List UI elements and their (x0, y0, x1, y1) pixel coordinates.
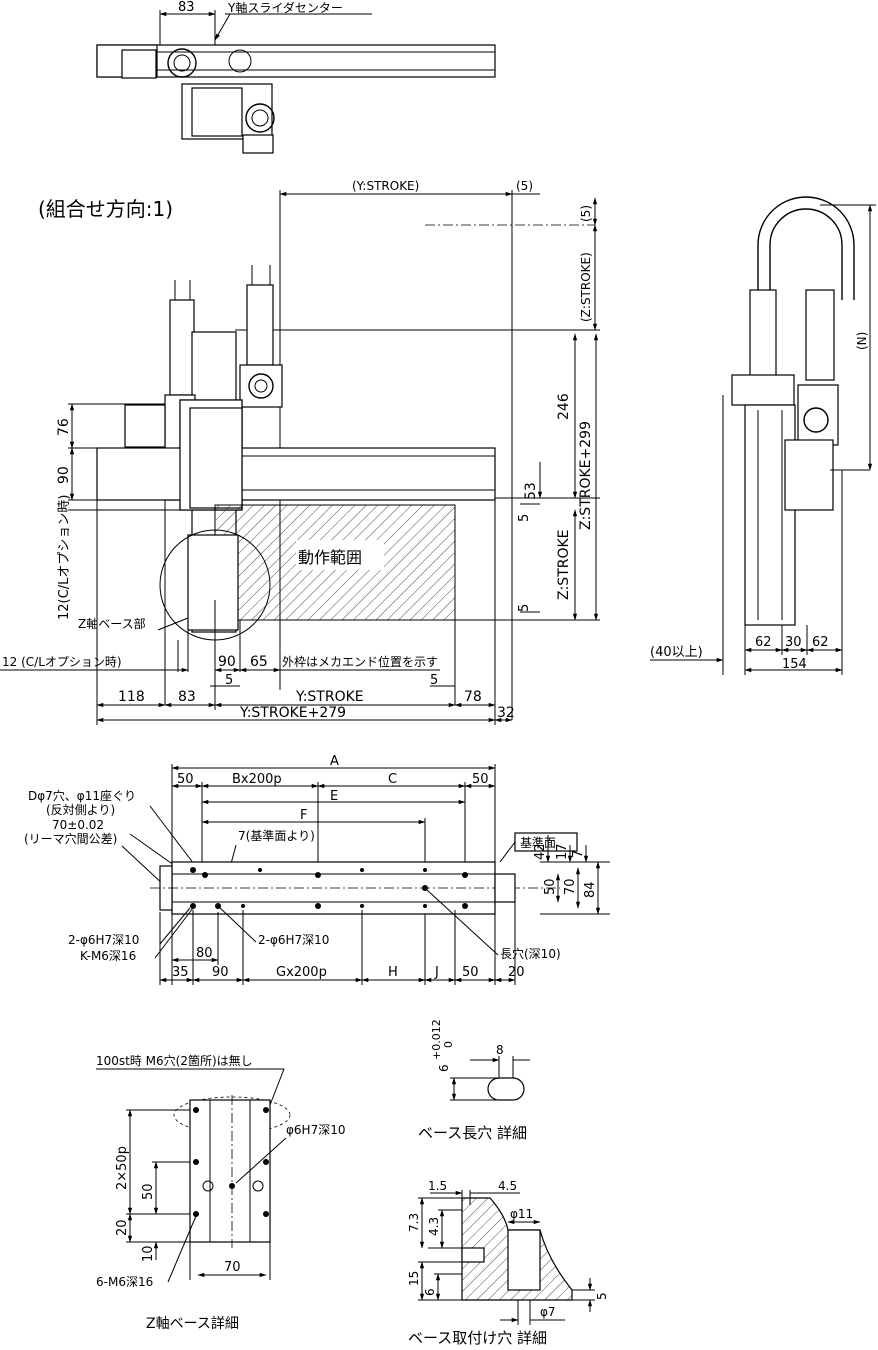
dim-78: 78 (464, 689, 482, 705)
mount-dim-5: 5 (595, 1292, 609, 1300)
z-base-note: 100st時 M6穴(2箇所)は無し (96, 1053, 253, 1068)
tolerance-label: 70±0.02 (52, 818, 104, 832)
y-stroke-paren: (Y:STROKE) (352, 179, 419, 193)
side-view: (N) (40以上) 62 30 62 154 (650, 196, 876, 675)
dim-5-b: 5 (517, 604, 532, 612)
dim-76: 76 (56, 418, 72, 436)
z-m6-label: 6-M6深16 (96, 1275, 153, 1289)
top-view: 83 Y軸スライダセンター (96, 0, 496, 154)
mount-caption: ベース取付け穴 詳細 (408, 1329, 547, 1347)
mount-dim-7-3: 7.3 (407, 1213, 421, 1232)
dim-90-v: 90 (56, 466, 72, 484)
mount-detail: 1.5 4.5 7.3 4.3 φ11 15 6 φ7 5 ベース取付け穴 詳細 (407, 1179, 609, 1347)
dim-90: 90 (212, 965, 229, 980)
dim-118: 118 (118, 689, 145, 705)
base-view: A 50 Bx200p C 50 E F Dφ7穴、φ11座ぐり (反対側より)… (24, 754, 610, 985)
slot-dim-8: 8 (496, 1043, 504, 1057)
dim-32: 32 (497, 705, 515, 721)
dim-154: 154 (782, 657, 807, 672)
dim-90-h: 90 (218, 654, 236, 670)
dim-2x50p: 2×50p (115, 1146, 130, 1190)
slot-tol-dn: 0 (442, 1041, 455, 1048)
dim-62-b: 62 (812, 635, 829, 650)
dim-65: 65 (250, 654, 268, 670)
dim-h: H (388, 965, 398, 980)
dim-j: J (434, 965, 439, 980)
top-dim-83: 83 (178, 0, 195, 15)
y-slider-center-label: Y軸スライダセンター (227, 0, 343, 15)
mount-dim-1-5: 1.5 (428, 1179, 447, 1193)
dim-f: F (300, 808, 307, 823)
d-hole-label-2: (反対側より) (46, 803, 115, 817)
mount-dim-phi7: φ7 (540, 1305, 556, 1319)
dim-83: 83 (178, 689, 196, 705)
cl-option-horizontal: 12 (C/Lオプション時) (2, 655, 122, 669)
dim-gx: Gx200p (276, 965, 327, 980)
slot-caption: ベース長穴 詳細 (418, 1124, 527, 1142)
dim-50-left: 50 (177, 772, 194, 787)
z-base-detail: 100st時 M6穴(2箇所)は無し φ6H7深10 2×50p 50 20 1… (96, 1053, 345, 1332)
dim-246: 246 (556, 393, 572, 420)
dim-50-v: 50 (543, 878, 558, 895)
dim-50-bottom: 50 (462, 965, 479, 980)
z-base-caption: Z軸ベース詳細 (146, 1316, 239, 1332)
tolerance-label-2: (リーマ穴間公差) (24, 831, 117, 846)
main-view: (組合せ方向:1) (Y:STROKE) (5) (5) (Z:STROKE) … (0, 179, 600, 725)
dim-40-plus: (40以上) (650, 645, 703, 660)
mount-dim-phi11: φ11 (510, 1207, 533, 1221)
dim-30: 30 (785, 635, 802, 650)
dim-42: 42 (533, 843, 548, 860)
dim-5-c: 5 (225, 673, 233, 688)
mount-dim-4-3: 4.3 (427, 1217, 441, 1236)
slot-detail: 6 +0.012 0 8 ベース長穴 詳細 (418, 1019, 530, 1142)
motion-range-label: 動作範囲 (298, 548, 362, 567)
z-dim-50: 50 (141, 1183, 156, 1200)
dim-53: 53 (523, 482, 539, 500)
mount-dim-15: 15 (407, 1271, 421, 1286)
z-base-part-label: Z軸ベース部 (78, 616, 146, 631)
pin-hole-left: 2-φ6H7深10 (68, 933, 139, 947)
cl-option-vertical: 12(C/Lオプション時) (57, 495, 72, 620)
long-hole-label: 長穴(深10) (500, 946, 561, 961)
k-m6-label: K-M6深16 (80, 949, 136, 963)
dim-50-right: 50 (472, 772, 489, 787)
z-dim-70: 70 (224, 1260, 241, 1275)
dim-20: 20 (508, 965, 525, 980)
z-stroke-299: Z:STROKE+299 (578, 421, 594, 530)
reference-face-label: 基準面 (520, 835, 556, 850)
z-pin-label: φ6H7深10 (286, 1123, 345, 1137)
slot-tol-up: +0.012 (430, 1019, 443, 1060)
combination-title: (組合せ方向:1) (38, 197, 173, 221)
z-stroke-label: Z:STROKE (556, 529, 572, 600)
mount-dim-4-5: 4.5 (498, 1179, 517, 1193)
dim-bx: Bx200p (232, 772, 282, 787)
mount-dim-6: 6 (423, 1288, 437, 1296)
dim-62-a: 62 (755, 635, 772, 650)
dim-84: 84 (583, 881, 598, 898)
outer-frame-note: 外枠はメカエンド位置を示す (282, 654, 438, 669)
dim-17: 17 (555, 843, 570, 860)
dim-5-paren: (5) (516, 179, 533, 193)
dim-70-v: 70 (563, 878, 578, 895)
dim-5-a: 5 (517, 514, 532, 522)
dim-7: 7 (571, 850, 586, 858)
dim-n: (N) (855, 332, 869, 350)
dim-c: C (388, 772, 397, 787)
pin-hole-right: 2-φ6H7深10 (258, 933, 329, 947)
dim-35: 35 (172, 965, 189, 980)
dim-a: A (330, 754, 339, 769)
dim-5-paren-v: (5) (579, 205, 593, 222)
z-dim-10: 10 (141, 1245, 156, 1262)
dim-e: E (330, 789, 338, 804)
z-stroke-paren: (Z:STROKE) (579, 252, 593, 322)
y-stroke-279: Y:STROKE+279 (239, 705, 346, 721)
dim-5-d: 5 (430, 673, 438, 688)
dim-80: 80 (196, 946, 213, 961)
slot-dim-6: 6 (437, 1064, 451, 1072)
z-dim-20: 20 (115, 1219, 130, 1236)
ref-7-label: 7(基準面より) (238, 828, 315, 843)
y-stroke-label: Y:STROKE (295, 689, 364, 705)
d-hole-label: Dφ7穴、φ11座ぐり (28, 788, 136, 803)
